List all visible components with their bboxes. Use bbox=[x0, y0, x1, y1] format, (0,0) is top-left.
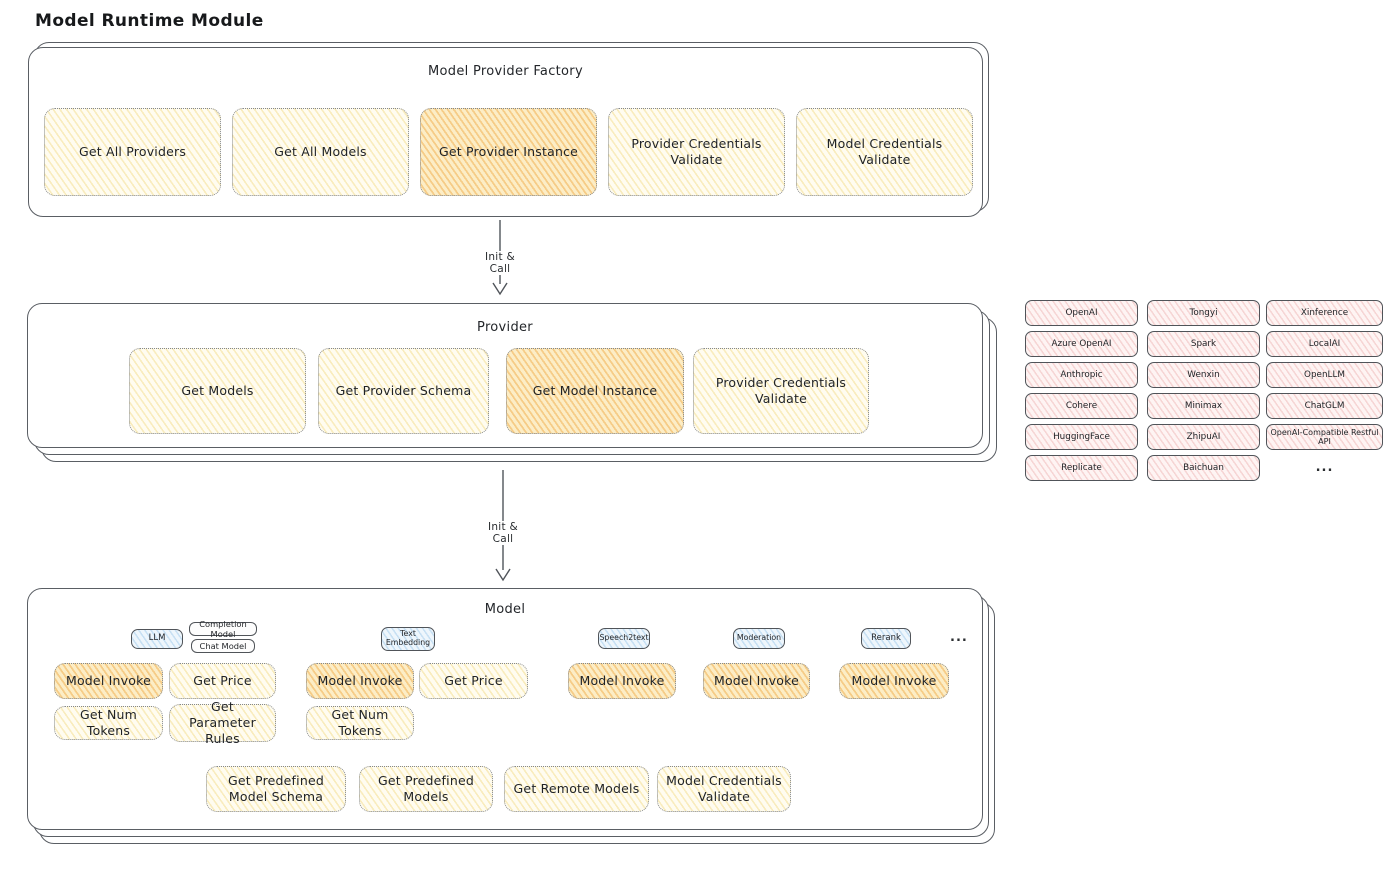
factory-box: Model Provider Factory Get All Providers… bbox=[28, 47, 983, 217]
provider-chip-tongyi: Tongyi bbox=[1147, 300, 1260, 326]
provider-chip-zhipuai: ZhipuAI bbox=[1147, 424, 1260, 450]
model-title: Model bbox=[484, 602, 526, 617]
completion-model-tag: Completion Model bbox=[189, 619, 257, 639]
provider-chip-minimax: Minimax bbox=[1147, 393, 1260, 419]
provider-button-provider-credentials-validate: Provider Credentials Validate bbox=[693, 348, 869, 434]
text-embedding-get-price-button: Get Price bbox=[419, 663, 528, 699]
llm-tag: LLM bbox=[131, 629, 183, 649]
provider-chip-spark: Spark bbox=[1147, 331, 1260, 357]
provider-chip-xinference: Xinference bbox=[1266, 300, 1383, 326]
provider-button-get-models: Get Models bbox=[129, 348, 306, 434]
provider-button-get-model-instance: Get Model Instance bbox=[506, 348, 684, 434]
llm-model-invoke-button: Model Invoke bbox=[54, 663, 163, 699]
init-call-label-1: Init & Call bbox=[469, 251, 531, 275]
provider-chip-cohere: Cohere bbox=[1025, 393, 1138, 419]
provider-chip-baichuan: Baichuan bbox=[1147, 455, 1260, 481]
provider-title: Provider bbox=[477, 320, 533, 335]
moderation-tag: Moderation bbox=[733, 628, 785, 649]
diagram-title: Model Runtime Module bbox=[35, 11, 264, 31]
provider-chip-replicate: Replicate bbox=[1025, 455, 1138, 481]
init-call-arrow-2 bbox=[495, 470, 511, 582]
provider-grid-column-1: OpenAI Azure OpenAI Anthropic Cohere Hug… bbox=[1025, 300, 1138, 481]
provider-chip-anthropic: Anthropic bbox=[1025, 362, 1138, 388]
init-call-label-2: Init & Call bbox=[472, 521, 534, 545]
provider-chip-wenxin: Wenxin bbox=[1147, 362, 1260, 388]
factory-button-get-all-models: Get All Models bbox=[232, 108, 409, 196]
provider-chip-huggingface: HuggingFace bbox=[1025, 424, 1138, 450]
chat-model-tag: Chat Model bbox=[191, 639, 255, 653]
model-box: Model LLM Completion Model Chat Model Te… bbox=[27, 588, 983, 830]
provider-chip-openai: OpenAI bbox=[1025, 300, 1138, 326]
provider-grid-ellipsis: ... bbox=[1315, 459, 1334, 475]
factory-button-model-credentials-validate: Model Credentials Validate bbox=[796, 108, 973, 196]
provider-box: Provider Get Models Get Provider Schema … bbox=[27, 303, 983, 448]
get-remote-models-button: Get Remote Models bbox=[504, 766, 649, 812]
provider-chip-chatglm: ChatGLM bbox=[1266, 393, 1383, 419]
rerank-model-invoke-button: Model Invoke bbox=[839, 663, 949, 699]
provider-chip-openai-compatible-restful-api: OpenAI-Compatible Restful API bbox=[1266, 424, 1383, 450]
factory-button-get-provider-instance: Get Provider Instance bbox=[420, 108, 597, 196]
factory-button-provider-credentials-validate: Provider Credentials Validate bbox=[608, 108, 785, 196]
factory-title: Model Provider Factory bbox=[428, 64, 583, 79]
llm-get-price-button: Get Price bbox=[169, 663, 276, 699]
text-embedding-tag: Text Embedding bbox=[381, 627, 435, 651]
moderation-model-invoke-button: Model Invoke bbox=[703, 663, 810, 699]
provider-chip-localai: LocalAI bbox=[1266, 331, 1383, 357]
speech2text-tag: Speech2text bbox=[598, 628, 650, 649]
text-embedding-model-invoke-button: Model Invoke bbox=[306, 663, 414, 699]
get-predefined-model-schema-button: Get Predefined Model Schema bbox=[206, 766, 346, 812]
speech2text-model-invoke-button: Model Invoke bbox=[568, 663, 676, 699]
rerank-tag: Rerank bbox=[861, 628, 911, 649]
llm-get-parameter-rules-button: Get Parameter Rules bbox=[169, 699, 276, 746]
provider-button-get-provider-schema: Get Provider Schema bbox=[318, 348, 489, 434]
provider-chip-azure-openai: Azure OpenAI bbox=[1025, 331, 1138, 357]
provider-grid-column-2: Tongyi Spark Wenxin Minimax ZhipuAI Baic… bbox=[1147, 300, 1260, 481]
factory-button-get-all-providers: Get All Providers bbox=[44, 108, 221, 196]
provider-chip-openllm: OpenLLM bbox=[1266, 362, 1383, 388]
model-tags-ellipsis: ... bbox=[950, 630, 968, 645]
model-credentials-validate-button: Model Credentials Validate bbox=[657, 766, 791, 812]
get-predefined-models-button: Get Predefined Models bbox=[359, 766, 493, 812]
provider-grid-column-3: Xinference LocalAI OpenLLM ChatGLM OpenA… bbox=[1266, 300, 1383, 479]
llm-get-num-tokens-button: Get Num Tokens bbox=[54, 706, 163, 740]
text-embedding-get-num-tokens-button: Get Num Tokens bbox=[306, 706, 414, 740]
